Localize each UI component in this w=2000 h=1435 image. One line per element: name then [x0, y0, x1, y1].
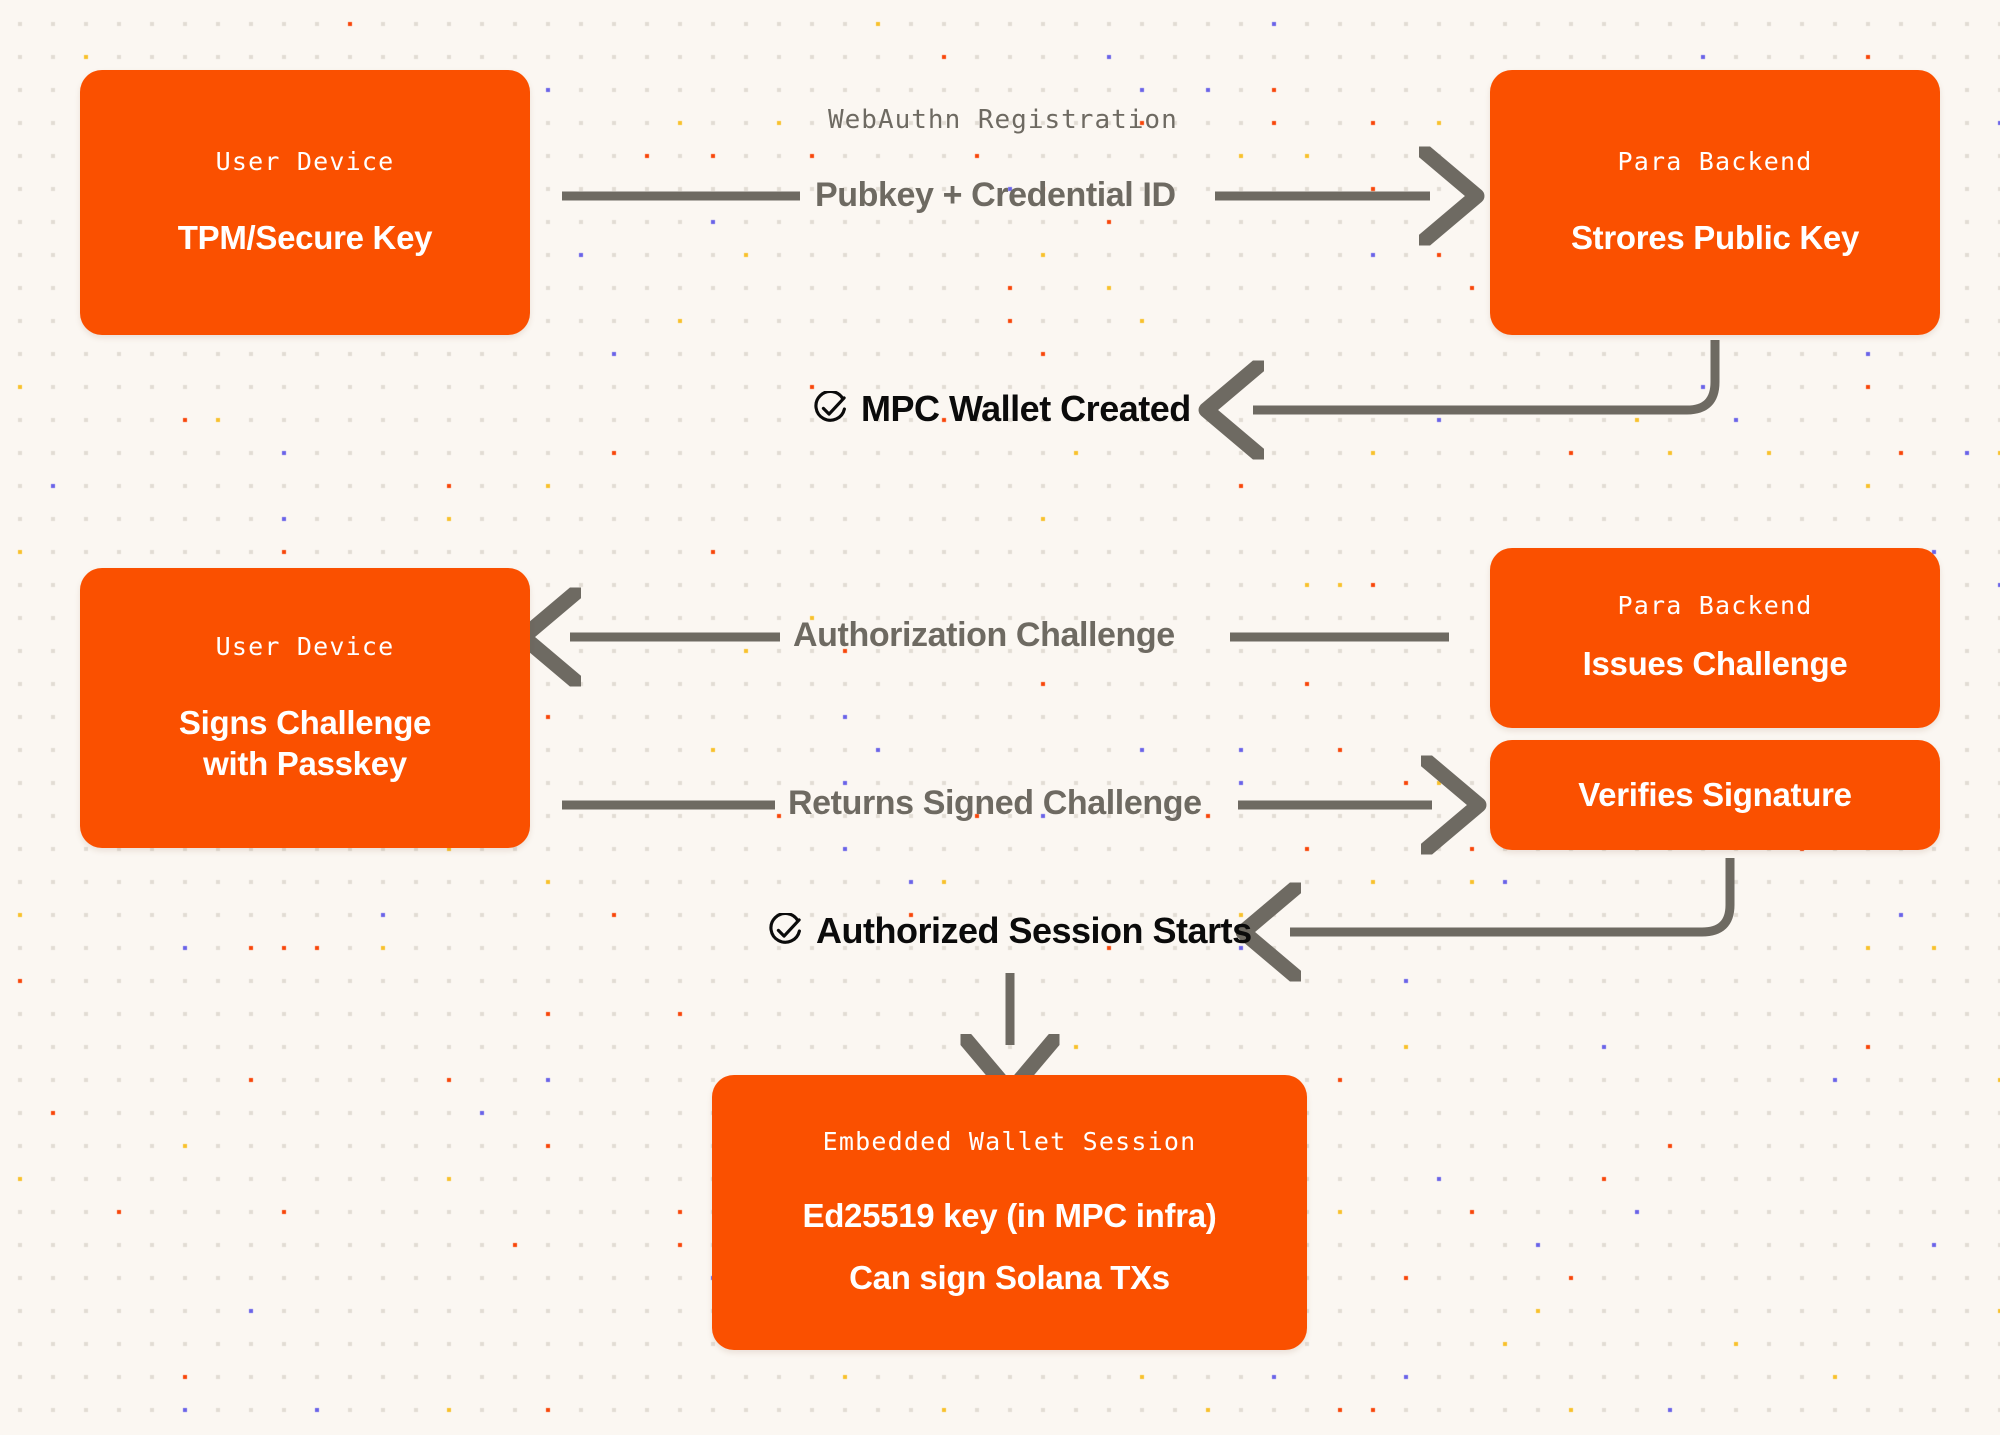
- node-header: Para Backend: [1617, 591, 1813, 621]
- status-label-mpc-wallet-created: MPC Wallet Created: [812, 388, 1191, 430]
- check-circle-icon: [814, 391, 846, 422]
- node-header: Para Backend: [1617, 146, 1813, 176]
- node-body-line: with Passkey: [203, 745, 407, 782]
- node-body-line: TPM/Secure Key: [177, 218, 433, 256]
- status-label-text: MPC Wallet Created: [861, 388, 1191, 429]
- edge-label-pubkey-credential-id: Pubkey + Credential ID: [815, 176, 1176, 214]
- node-embedded-wallet-session[interactable]: Embedded Wallet Session Ed25519 key (in …: [712, 1075, 1307, 1350]
- edge-label-returns-signed-challenge: Returns Signed Challenge: [788, 784, 1202, 822]
- status-label-authorized-session-starts: Authorized Session Starts: [767, 910, 1252, 952]
- check-circle-icon: [769, 913, 801, 944]
- node-header: Embedded Wallet Session: [822, 1127, 1197, 1157]
- node-body: Ed25519 key (in MPC infra) Can sign Sola…: [802, 1195, 1216, 1298]
- node-verifies-signature[interactable]: Verifies Signature: [1490, 740, 1940, 850]
- node-body-line: Ed25519 key (in MPC infra): [802, 1197, 1217, 1235]
- node-para-backend-auth[interactable]: Para Backend Issues Challenge: [1490, 548, 1940, 728]
- node-para-backend-registration[interactable]: Para Backend Strores Public Key: [1490, 70, 1940, 335]
- node-body: Signs Challenge with Passkey: [178, 702, 432, 785]
- node-body-line: Signs Challenge: [178, 703, 432, 741]
- node-body-line: Issues Challenge: [1582, 645, 1848, 683]
- node-body-line: Strores Public Key: [1570, 218, 1860, 256]
- node-body: Issues Challenge: [1583, 643, 1848, 684]
- status-label-text: Authorized Session Starts: [816, 910, 1252, 951]
- edge-label-authorization-challenge: Authorization Challenge: [793, 616, 1175, 654]
- node-header: User Device: [215, 631, 395, 661]
- node-header: User Device: [215, 146, 395, 176]
- section-label-webauthn-registration: WebAuthn Registration: [828, 105, 1178, 135]
- node-user-device-auth[interactable]: User Device Signs Challenge with Passkey: [80, 568, 530, 848]
- node-body-line: Verifies Signature: [1578, 776, 1852, 814]
- node-user-device-registration[interactable]: User Device TPM/Secure Key: [80, 70, 530, 335]
- node-body: Verifies Signature: [1578, 774, 1852, 815]
- node-body: TPM/Secure Key: [177, 217, 433, 258]
- node-body-line: Can sign Solana TXs: [849, 1258, 1170, 1296]
- node-body: Strores Public Key: [1571, 217, 1859, 258]
